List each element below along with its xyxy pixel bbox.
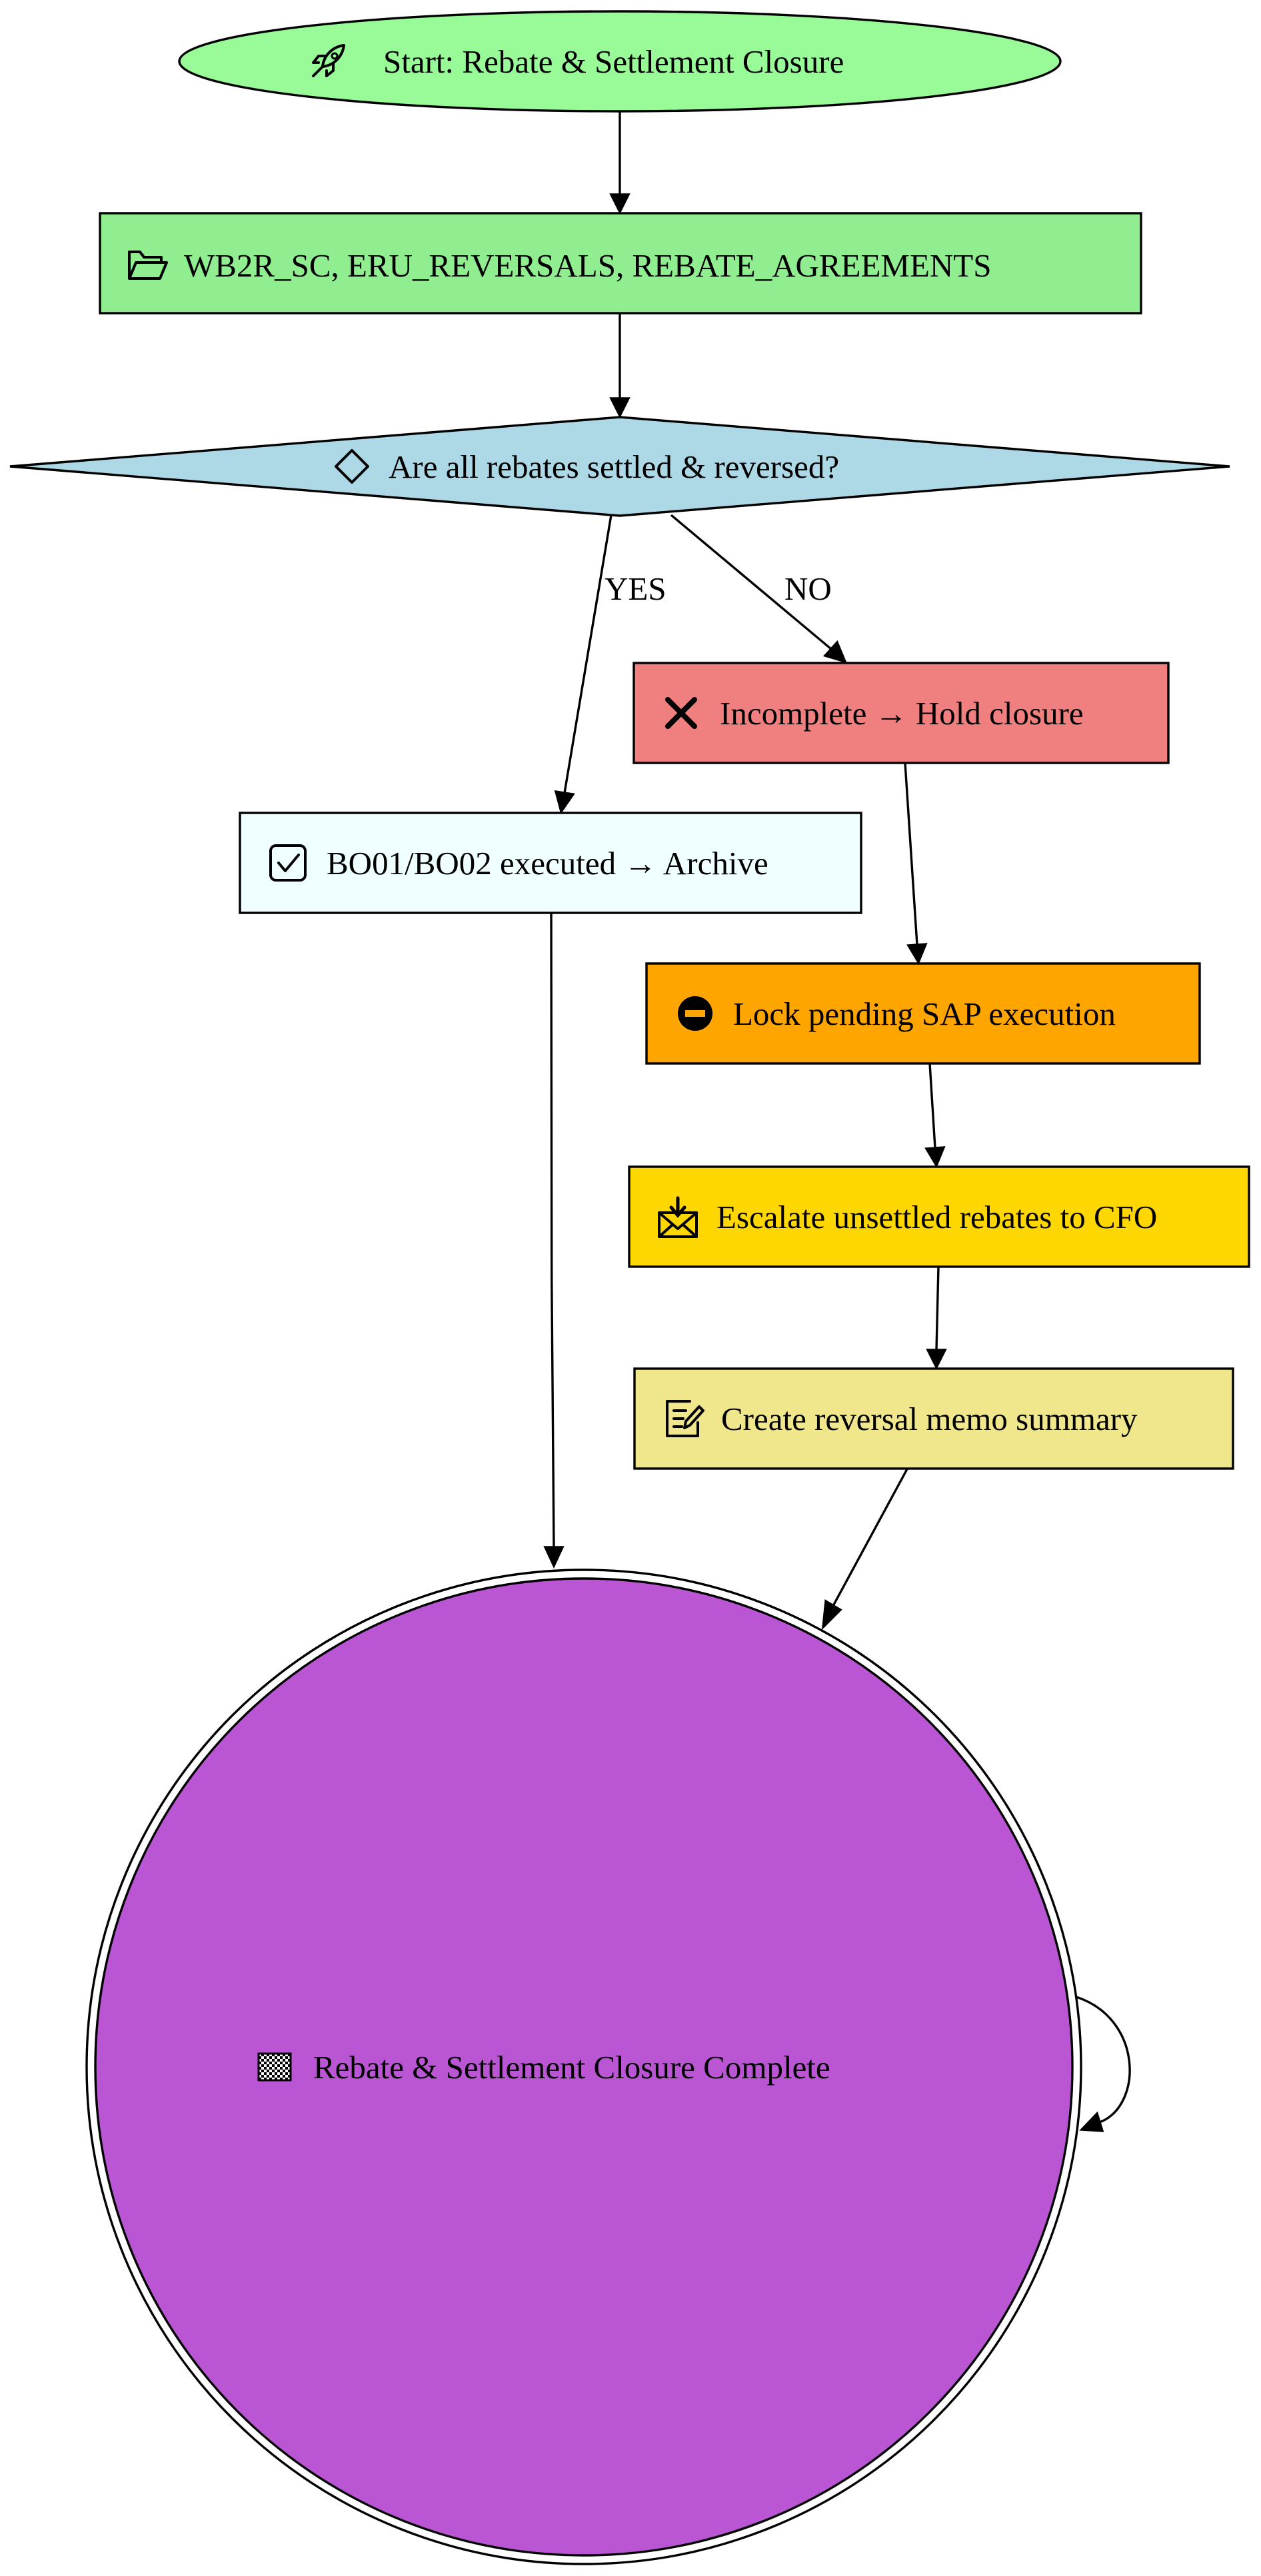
end-circle	[94, 1577, 1074, 2557]
tables-label: WB2R_SC, ERU_REVERSALS, REBATE_AGREEMENT…	[184, 247, 991, 284]
lock-box	[645, 962, 1201, 1065]
decision-label: Are all rebates settled & reversed?	[389, 448, 839, 485]
edges: YES NO	[543, 111, 1131, 2132]
escalate-label: Escalate unsettled rebates to CFO	[716, 1199, 1157, 1235]
edge-memo-to-end	[821, 1467, 909, 1630]
edge-label-yes: YES	[605, 570, 666, 607]
lock-node: Lock pending SAP execution	[645, 962, 1201, 1065]
start-node: Start: Rebate & Settlement Closure	[178, 10, 1062, 113]
archive-box	[239, 812, 862, 914]
edge-end-self-loop	[1076, 1996, 1131, 2132]
incomplete-box	[632, 662, 1170, 764]
checkbox-icon	[269, 844, 307, 882]
diamond-icon	[335, 449, 369, 484]
memo-node: Create reversal memo summary	[633, 1367, 1234, 1470]
edge-lock-to-escalate	[924, 1063, 946, 1168]
start-label: Start: Rebate & Settlement Closure	[383, 43, 844, 80]
end-node: Rebate & Settlement Closure Complete	[85, 1569, 1082, 2565]
edge-archive-to-end	[543, 912, 565, 1569]
archive-label: BO01/BO02 executed → Archive	[327, 845, 768, 882]
checkered-flag-icon	[257, 2052, 292, 2082]
rocket-icon	[312, 44, 345, 77]
end-label: Rebate & Settlement Closure Complete	[313, 2049, 830, 2086]
start-ellipse	[178, 10, 1062, 113]
memo-label: Create reversal memo summary	[721, 1401, 1138, 1437]
escalate-node: Escalate unsettled rebates to CFO	[628, 1165, 1250, 1268]
tables-node: WB2R_SC, ERU_REVERSALS, REBATE_AGREEMENT…	[99, 212, 1142, 315]
edge-yes: YES	[554, 514, 666, 814]
edge-incomplete-to-lock	[904, 762, 928, 965]
lock-label: Lock pending SAP execution	[733, 995, 1116, 1032]
end-outer-ring	[85, 1569, 1082, 2565]
escalate-box	[628, 1165, 1250, 1268]
incomplete-node: Incomplete → Hold closure	[632, 662, 1170, 764]
tables-box	[99, 212, 1142, 315]
cross-mark-icon	[665, 697, 697, 729]
decision-node: Are all rebates settled & reversed?	[9, 416, 1230, 517]
edge-tables-to-decision	[609, 313, 630, 418]
memo-icon	[666, 1400, 704, 1437]
edge-no: NO	[670, 514, 847, 664]
no-entry-icon	[678, 996, 712, 1031]
decision-diamond	[9, 416, 1230, 517]
incomplete-label: Incomplete → Hold closure	[720, 695, 1084, 732]
memo-box	[633, 1367, 1234, 1470]
edge-escalate-to-memo	[926, 1266, 947, 1370]
folder-icon	[128, 251, 168, 280]
edge-label-no: NO	[784, 570, 832, 607]
envelope-arrow-icon	[658, 1196, 698, 1238]
archive-node: BO01/BO02 executed → Archive	[239, 812, 862, 914]
edge-start-to-tables	[609, 111, 630, 215]
